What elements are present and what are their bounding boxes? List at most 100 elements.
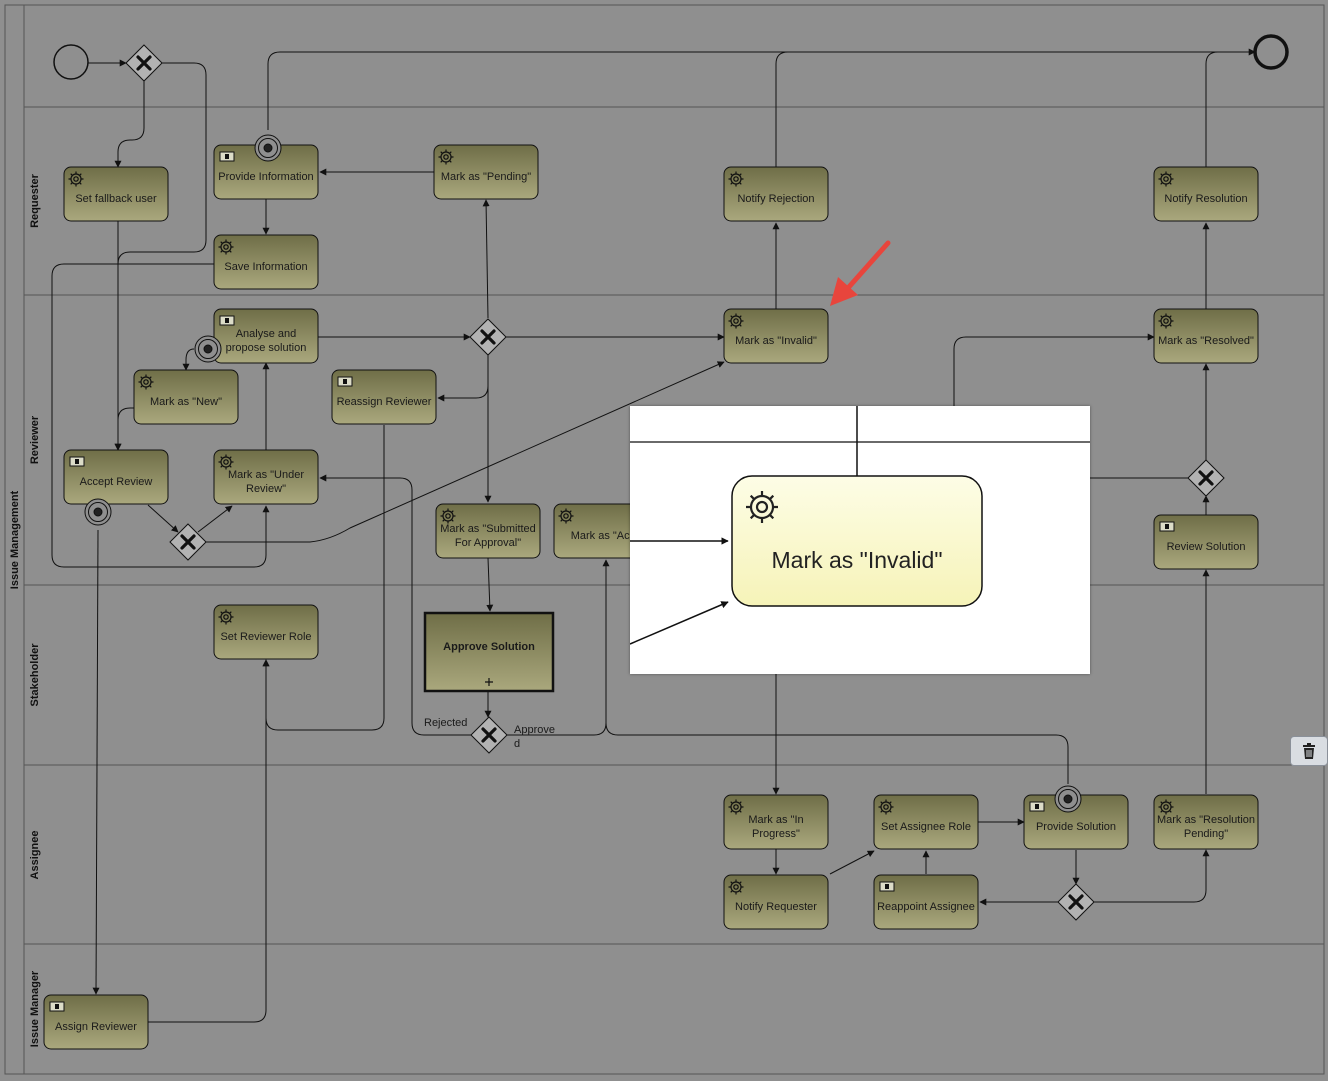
task-set-assignee-role[interactable]: Set Assignee Role bbox=[873, 794, 979, 850]
flow-labels: Rejected Approve d bbox=[424, 717, 555, 750]
boundary-timer-event[interactable] bbox=[84, 498, 112, 526]
task-label: Provide Information bbox=[218, 171, 313, 183]
annotation-arrow bbox=[830, 240, 891, 306]
zoom-gear-icon bbox=[746, 491, 778, 523]
task-review-solution[interactable]: Review Solution bbox=[1153, 514, 1259, 570]
subprocess-plus-icon bbox=[485, 678, 493, 686]
task-label: propose solution bbox=[226, 342, 307, 354]
task-provide-solution[interactable]: Provide Solution bbox=[1023, 794, 1129, 850]
task-assign-reviewer[interactable]: Assign Reviewer bbox=[43, 994, 149, 1050]
task-label: Mark as "Resolution bbox=[1157, 814, 1255, 826]
zoom-task-mark-invalid[interactable]: Mark as "Invalid" bbox=[731, 475, 983, 607]
task-analyse-propose[interactable]: Analyse and propose solution bbox=[213, 308, 319, 364]
user-task-icon bbox=[1159, 521, 1175, 532]
task-provide-information[interactable]: Provide Information bbox=[213, 144, 319, 200]
task-label: Approve Solution bbox=[443, 641, 535, 653]
gear-icon bbox=[558, 508, 574, 524]
task-reappoint-assignee[interactable]: Reappoint Assignee bbox=[873, 874, 979, 930]
gear-icon bbox=[728, 799, 744, 815]
trash-icon bbox=[1303, 743, 1315, 759]
task-notify-requester[interactable]: Notify Requester bbox=[723, 874, 829, 930]
boundary-timer-event[interactable] bbox=[194, 335, 222, 363]
gear-icon bbox=[218, 454, 234, 470]
task-label: Notify Rejection bbox=[737, 193, 814, 205]
sequence-flows bbox=[51, 48, 1256, 1023]
gateway-analyse[interactable] bbox=[469, 318, 507, 356]
user-task-icon bbox=[337, 376, 353, 387]
task-notify-rejection[interactable]: Notify Rejection bbox=[723, 166, 829, 222]
gear-icon bbox=[728, 313, 744, 329]
task-approve-solution[interactable]: Approve Solution bbox=[423, 611, 555, 693]
gear-icon bbox=[728, 171, 744, 187]
end-event[interactable] bbox=[1253, 34, 1289, 70]
gateway-review-solution[interactable] bbox=[1187, 459, 1225, 497]
gateway-accept-review[interactable] bbox=[169, 523, 207, 561]
start-event[interactable] bbox=[53, 44, 89, 80]
task-reassign-reviewer[interactable]: Reassign Reviewer bbox=[331, 369, 437, 425]
task-label: Mark as "Acce bbox=[571, 530, 642, 542]
user-task-icon bbox=[49, 1001, 65, 1012]
gear-icon bbox=[728, 879, 744, 895]
zoom-callout-drawing: Mark as "Invalid" bbox=[630, 406, 1090, 645]
pool-label: Issue Management bbox=[9, 490, 21, 589]
user-task-icon bbox=[219, 151, 235, 162]
task-label: Mark as "Invalid" bbox=[735, 335, 817, 347]
task-label: Analyse and bbox=[236, 328, 297, 340]
pool: Issue Management bbox=[4, 4, 1325, 1075]
task-label: Mark as "Under bbox=[228, 469, 304, 481]
task-label: Mark as "Pending" bbox=[441, 171, 531, 183]
lane-labels: Requester Reviewer Stakeholder Assignee … bbox=[29, 173, 41, 1047]
task-set-fallback-user[interactable]: Set fallback user bbox=[63, 166, 169, 222]
gear-icon bbox=[138, 374, 154, 390]
task-label: Reassign Reviewer bbox=[337, 396, 432, 408]
task-label: Set Reviewer Role bbox=[220, 631, 311, 643]
user-task-icon bbox=[1029, 801, 1045, 812]
task-mark-new[interactable]: Mark as "New" bbox=[133, 369, 239, 425]
gear-icon bbox=[1158, 171, 1174, 187]
gateway-provide-solution[interactable] bbox=[1057, 883, 1095, 921]
flow-label-approved: Approve bbox=[514, 724, 555, 736]
gear-icon bbox=[1158, 799, 1174, 815]
gateway-approval[interactable] bbox=[470, 716, 508, 754]
gear-icon bbox=[68, 171, 84, 187]
task-notify-resolution[interactable]: Notify Resolution bbox=[1153, 166, 1259, 222]
task-mark-invalid[interactable]: Mark as "Invalid" bbox=[723, 308, 829, 364]
lane-label-stakeholder: Stakeholder bbox=[29, 643, 41, 707]
gear-icon bbox=[1158, 313, 1174, 329]
task-label: Save Information bbox=[224, 261, 307, 273]
flow-label-rejected: Rejected bbox=[424, 717, 467, 729]
boundary-events bbox=[84, 134, 1082, 813]
gateway-start[interactable] bbox=[125, 44, 163, 82]
task-label: Notify Requester bbox=[735, 901, 817, 913]
task-label: Review" bbox=[246, 483, 286, 495]
zoom-task-label: Mark as "Invalid" bbox=[772, 547, 943, 573]
task-label: Review Solution bbox=[1167, 541, 1246, 553]
task-label: For Approval" bbox=[455, 537, 521, 549]
gear-icon bbox=[878, 799, 894, 815]
gear-icon bbox=[218, 609, 234, 625]
zoom-callout: Mark as "Invalid" bbox=[630, 406, 1090, 674]
task-label: Set Assignee Role bbox=[881, 821, 971, 833]
task-label: Set fallback user bbox=[75, 193, 157, 205]
delete-button[interactable] bbox=[1290, 736, 1328, 766]
task-save-information[interactable]: Save Information bbox=[213, 234, 319, 290]
task-mark-pending[interactable]: Mark as "Pending" bbox=[433, 144, 539, 200]
gear-icon bbox=[218, 239, 234, 255]
boundary-timer-event[interactable] bbox=[1054, 785, 1082, 813]
user-task-icon bbox=[879, 881, 895, 892]
task-mark-resolved[interactable]: Mark as "Resolved" bbox=[1153, 308, 1259, 364]
boundary-timer-event[interactable] bbox=[254, 134, 282, 162]
task-label: Reappoint Assignee bbox=[877, 901, 975, 913]
task-label: Notify Resolution bbox=[1164, 193, 1247, 205]
user-task-icon bbox=[219, 315, 235, 326]
task-label: Progress" bbox=[752, 828, 800, 840]
task-label: Assign Reviewer bbox=[55, 1021, 137, 1033]
task-set-reviewer-role[interactable]: Set Reviewer Role bbox=[213, 604, 319, 660]
lane-label-assignee: Assignee bbox=[29, 831, 41, 880]
task-accept-review[interactable]: Accept Review bbox=[63, 449, 169, 505]
